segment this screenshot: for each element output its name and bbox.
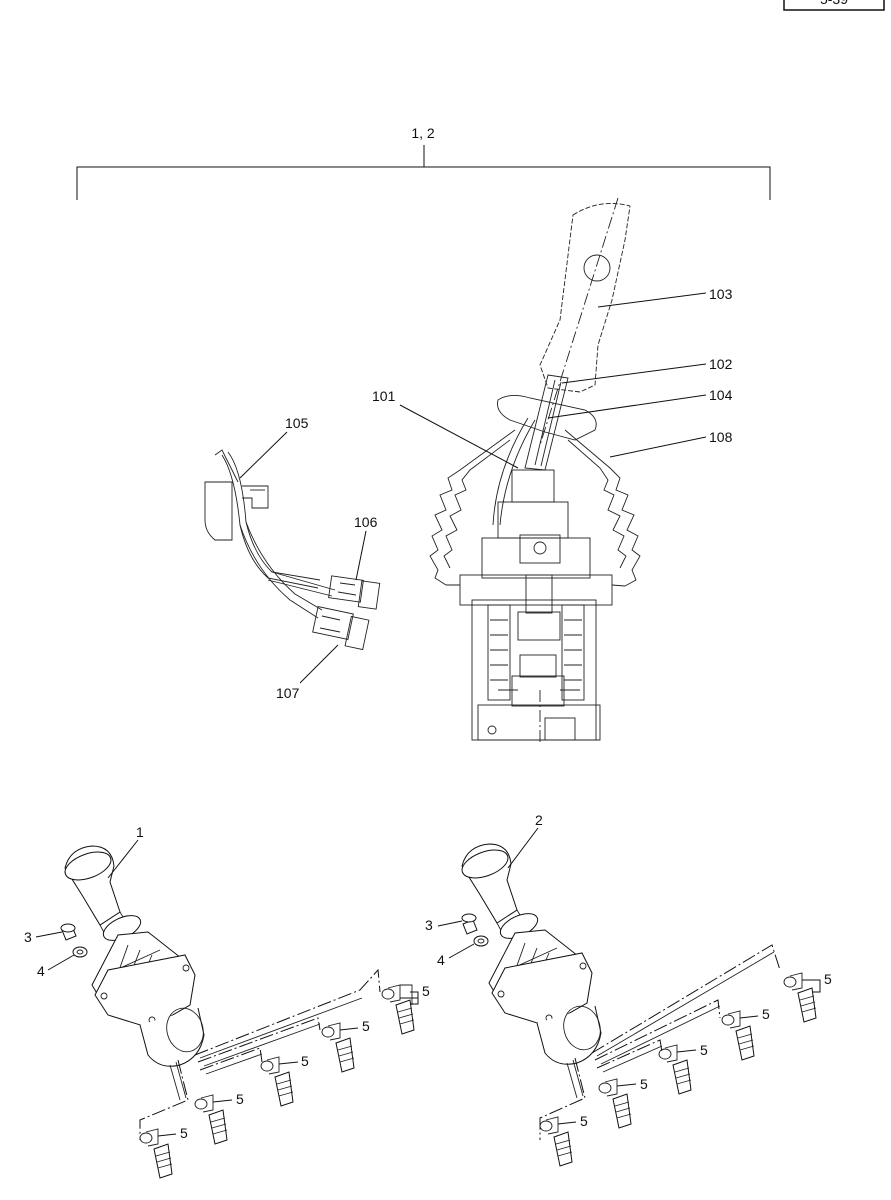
label-105: 105: [285, 415, 309, 431]
label-104: 104: [709, 387, 733, 403]
label-2: 2: [535, 812, 543, 828]
handle-hole: [583, 254, 611, 282]
joystick-right: [461, 843, 781, 1140]
assembly-label: 1, 2: [411, 125, 435, 141]
label-3-left: 3: [24, 929, 32, 945]
grip-collar: [497, 395, 597, 441]
fitting: [260, 1056, 294, 1107]
valve-body: [471, 599, 597, 741]
handle-outline: [539, 203, 631, 393]
lower-right-callouts: 2 3 4 5 5 5 5 5: [425, 812, 832, 1129]
fitting: [721, 1010, 755, 1061]
wiring-harness: [204, 449, 381, 651]
label-5: 5: [180, 1125, 188, 1141]
fitting: [658, 1044, 692, 1095]
fitting: [539, 1116, 573, 1167]
label-1: 1: [136, 824, 144, 840]
label-5: 5: [362, 1018, 370, 1034]
label-5: 5: [762, 1006, 770, 1022]
label-5: 5: [640, 1076, 648, 1092]
label-5: 5: [301, 1053, 309, 1069]
label-108: 108: [709, 429, 733, 445]
fitting: [381, 984, 415, 1035]
fitting: [598, 1078, 632, 1129]
page-number: 5-39: [820, 0, 848, 7]
label-103: 103: [709, 286, 733, 302]
fittings-right: [539, 972, 817, 1167]
page-number-box: 5-39: [783, 0, 885, 11]
lower-left-callouts: 1 3 4 5 5 5 5 5: [24, 824, 430, 1141]
fitting: [194, 1094, 228, 1145]
label-5: 5: [422, 983, 430, 999]
label-3-right: 3: [425, 917, 433, 933]
label-5: 5: [700, 1042, 708, 1058]
connector-106: [328, 575, 381, 610]
boot-left: [429, 429, 516, 586]
label-102: 102: [709, 356, 733, 372]
label-101: 101: [372, 388, 396, 404]
assembly-bracket: 1, 2: [76, 125, 771, 200]
boot-right: [564, 429, 641, 587]
label-5: 5: [824, 971, 832, 987]
upper-callouts: 103 102 104 108 101 105 106 107: [239, 286, 733, 701]
connector-107: [312, 606, 370, 651]
fitting: [139, 1128, 173, 1179]
label-5: 5: [236, 1091, 244, 1107]
label-107: 107: [276, 685, 300, 701]
valve-cutaway: [429, 197, 641, 745]
label-5: 5: [580, 1113, 588, 1129]
fitting: [321, 1022, 355, 1073]
fittings-left: [139, 984, 415, 1179]
label-4-left: 4: [37, 963, 45, 979]
label-106: 106: [354, 514, 378, 530]
label-4-right: 4: [437, 952, 445, 968]
joystick-left: [60, 845, 381, 1140]
